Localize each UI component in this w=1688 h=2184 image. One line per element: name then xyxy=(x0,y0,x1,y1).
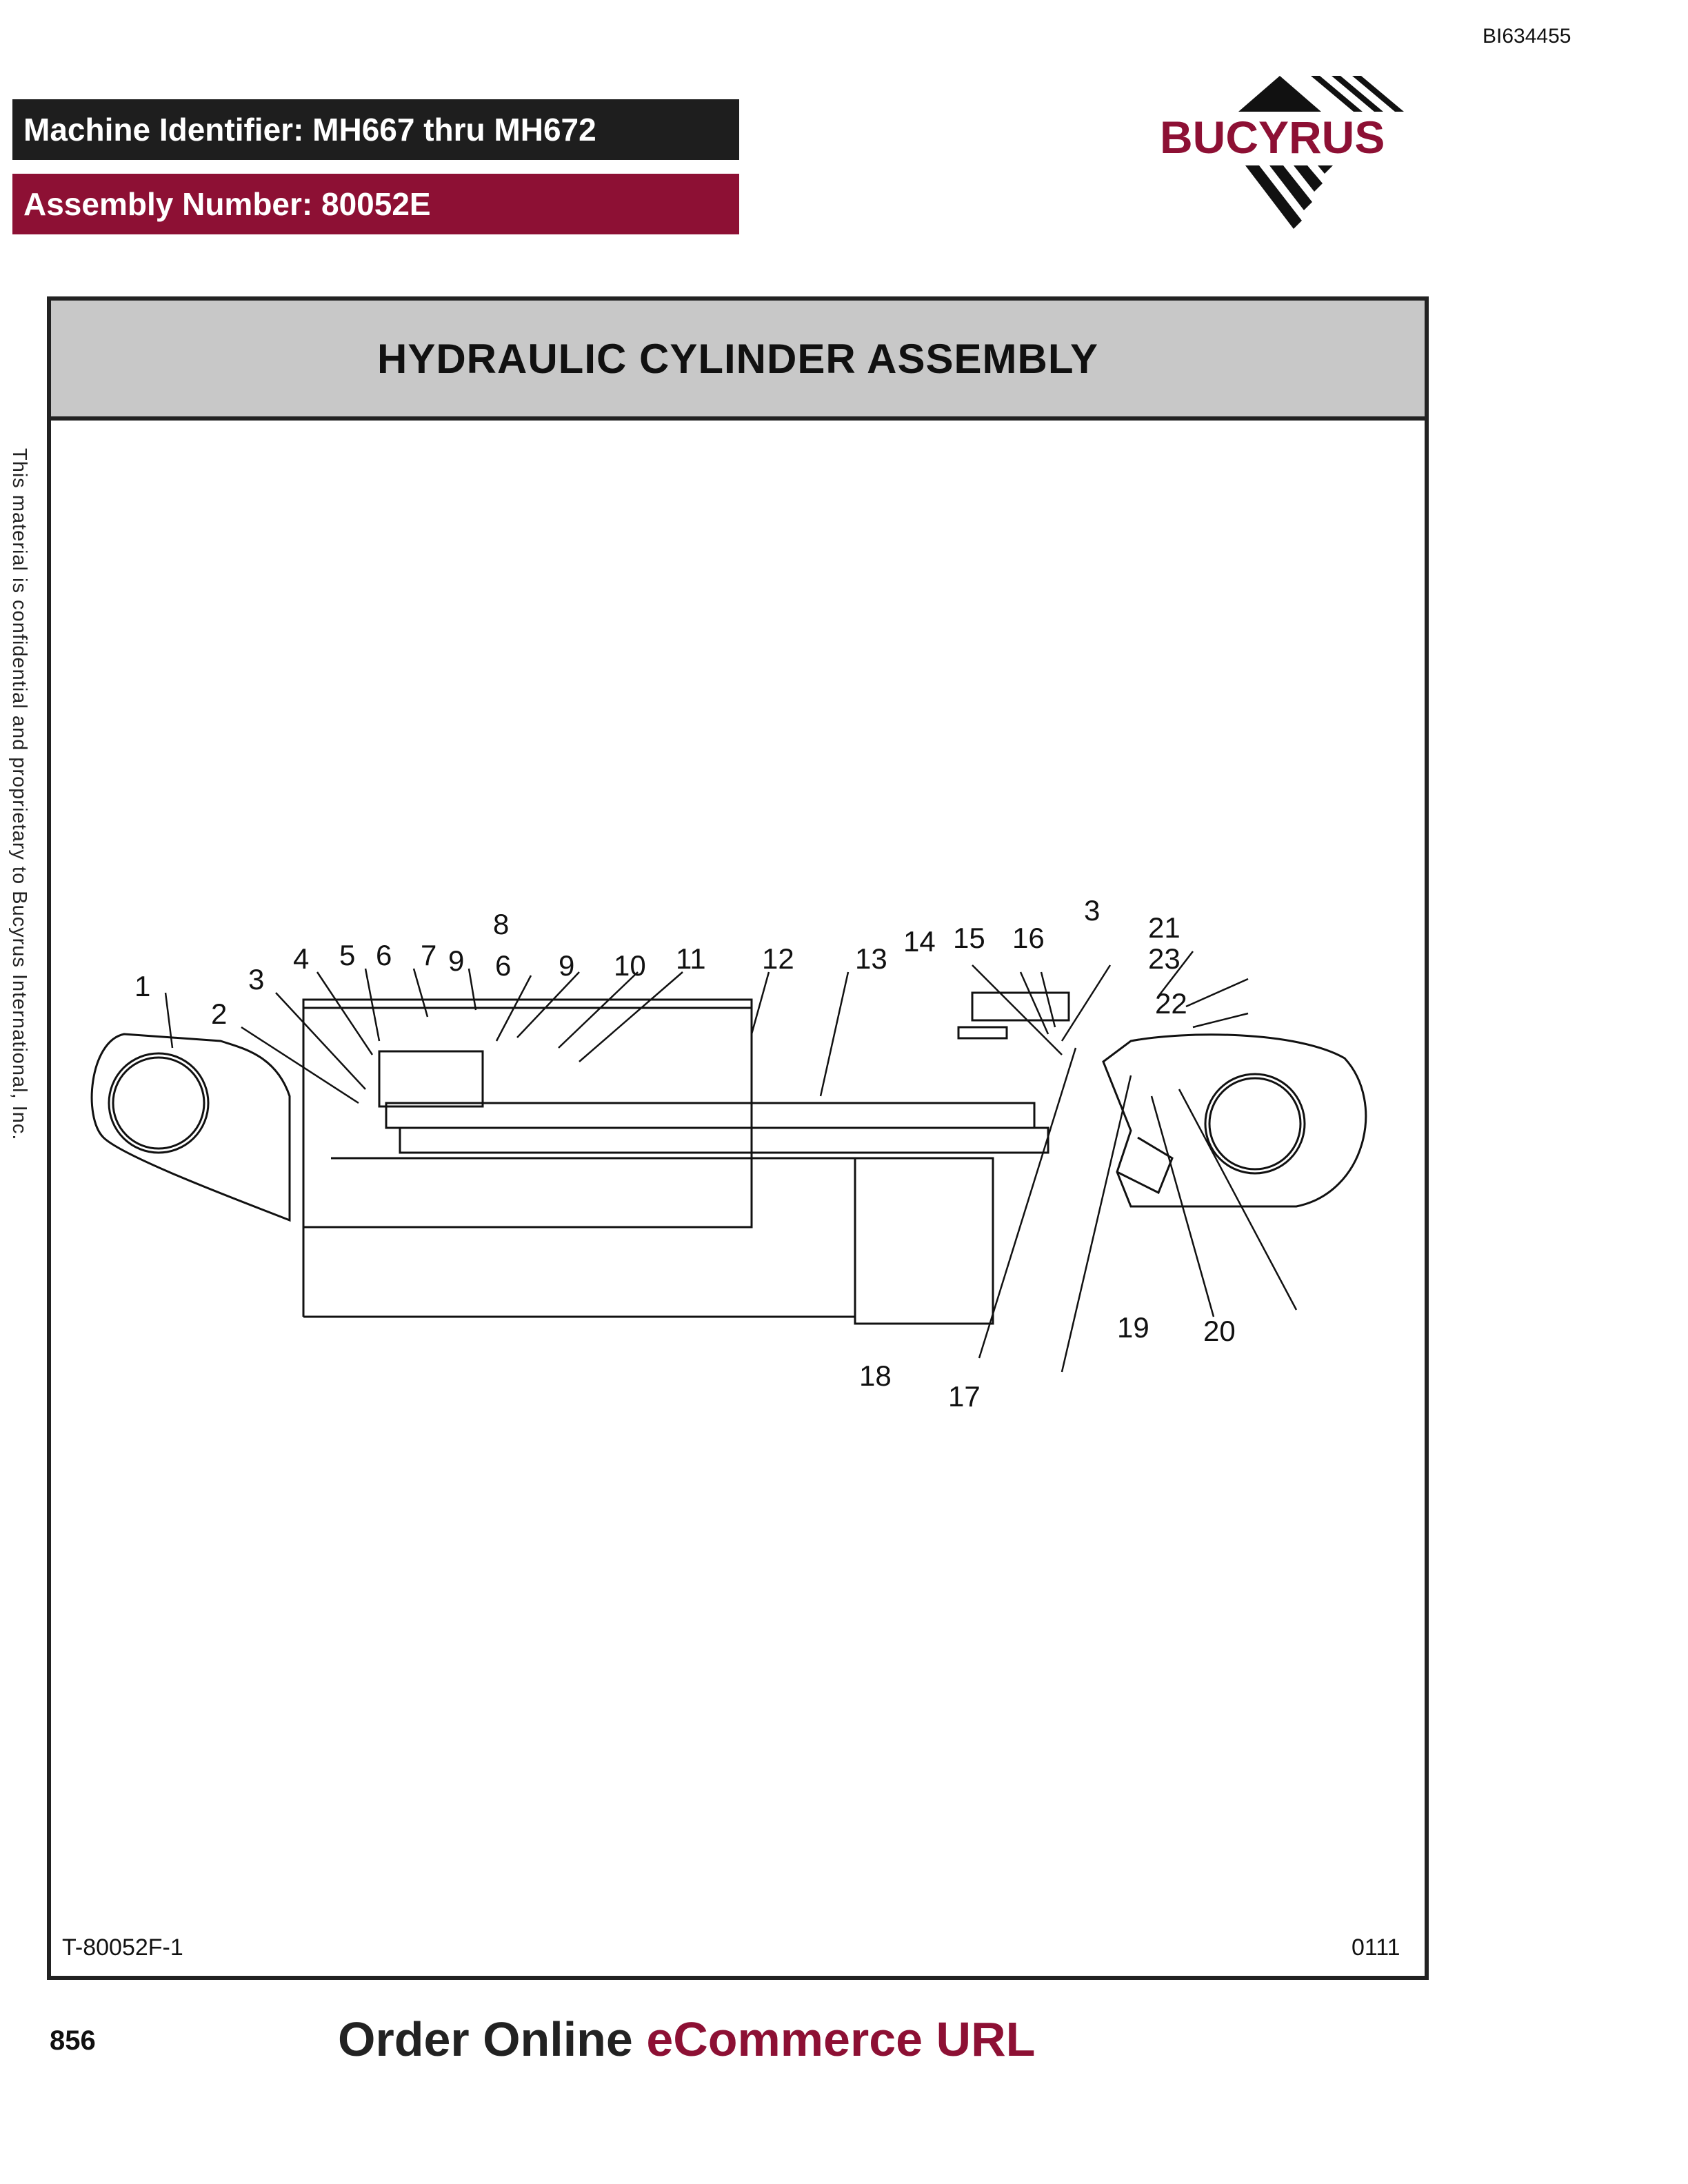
left-eye-bore xyxy=(108,1052,210,1154)
date-code: 0111 xyxy=(1352,1934,1400,1961)
callout-6: 6 xyxy=(376,939,392,971)
callout-23: 23 xyxy=(1148,942,1180,975)
callout-9a: 9 xyxy=(448,944,464,977)
drawing-title: HYDRAULIC CYLINDER ASSEMBLY xyxy=(51,301,1425,421)
drawing-frame: HYDRAULIC CYLINDER ASSEMBLY xyxy=(47,296,1429,1980)
cylinder-drawing: 1 2 3 4 5 6 7 9 6 8 9 10 11 12 13 14 15 … xyxy=(90,894,1367,1413)
callout-13: 13 xyxy=(855,942,887,975)
callout-6b: 6 xyxy=(495,949,511,982)
callout-22: 22 xyxy=(1155,987,1187,1020)
gland-bolt xyxy=(971,991,1070,1022)
callout-1: 1 xyxy=(134,970,150,1002)
cylinder-barrel xyxy=(302,998,753,1228)
piston xyxy=(378,1050,484,1108)
callout-8: 8 xyxy=(493,908,509,940)
piston-rod xyxy=(399,1126,1049,1154)
callout-10: 10 xyxy=(614,949,646,982)
callout-7: 7 xyxy=(421,939,436,971)
callout-5: 5 xyxy=(339,939,355,971)
callout-2: 2 xyxy=(211,998,227,1030)
ecommerce-url-text: eCommerce URL xyxy=(646,2012,1036,2066)
callout-14: 14 xyxy=(903,925,936,958)
document-id: BI634455 xyxy=(1483,25,1571,48)
left-eye-housing xyxy=(90,1033,291,1222)
callout-18: 18 xyxy=(859,1359,892,1392)
callout-16: 16 xyxy=(1012,922,1045,954)
gland-housing xyxy=(854,1157,994,1325)
callout-3b: 3 xyxy=(1084,894,1100,927)
callout-21: 21 xyxy=(1148,911,1180,944)
right-eye-bore xyxy=(1204,1073,1306,1175)
confidentiality-note: This material is confidential and propri… xyxy=(8,448,30,1141)
logo-text: BUCYRUS xyxy=(1160,112,1385,163)
callout-4: 4 xyxy=(293,942,309,975)
bucyrus-logo: BUCYRUS xyxy=(1160,76,1404,229)
right-eye-housing xyxy=(1102,1033,1367,1208)
callout-3: 3 xyxy=(248,963,264,995)
page-number: 856 xyxy=(50,2025,96,2056)
order-online-text: Order Online xyxy=(338,2012,647,2066)
figure-number: T-80052F-1 xyxy=(62,1934,183,1961)
order-online-link[interactable]: Order Online eCommerce URL xyxy=(338,2012,1035,2067)
callout-11: 11 xyxy=(676,942,706,975)
callout-9b: 9 xyxy=(559,949,574,982)
callout-20: 20 xyxy=(1203,1315,1236,1347)
callout-12: 12 xyxy=(762,942,794,975)
callout-17: 17 xyxy=(948,1380,981,1413)
callout-19: 19 xyxy=(1117,1311,1149,1344)
machine-identifier-bar: Machine Identifier: MH667 thru MH672 xyxy=(12,99,739,160)
assembly-number-bar: Assembly Number: 80052E xyxy=(12,174,739,234)
callout-15: 15 xyxy=(953,922,985,954)
